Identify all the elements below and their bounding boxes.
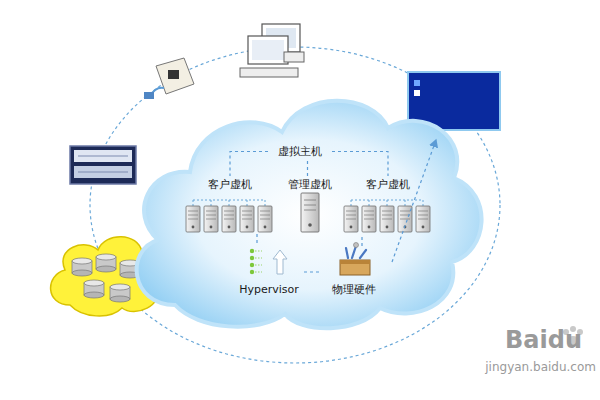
network-jack [144, 58, 194, 99]
vm-node: 客户虚机 [338, 176, 438, 234]
watermark-text: Baidu [505, 326, 582, 354]
node-label: 物理硬件 [332, 283, 376, 296]
hypervisor-icon [250, 249, 287, 274]
server-group [344, 200, 430, 232]
watermark-text: jingyan.baidu.com [485, 360, 596, 374]
node-label: 客户虚机 [366, 178, 410, 191]
server [301, 193, 319, 232]
node-label: Hypervisor [239, 283, 299, 296]
rack-server [70, 146, 136, 184]
vm-node: 虚拟主机 [268, 142, 332, 161]
node-label: 管理虚机 [288, 178, 332, 191]
server-group [186, 200, 272, 232]
dashed-arrow [392, 140, 436, 262]
computers [240, 24, 304, 77]
node-label: 虚拟主机 [278, 145, 322, 158]
dashed-connector [361, 234, 362, 246]
toolbox-icon [340, 243, 370, 276]
dashed-connector [304, 271, 322, 272]
vm-node: 管理虚机 [283, 176, 337, 234]
dashed-connector [256, 234, 257, 246]
vm-node: 物理硬件 [322, 246, 386, 298]
dashed-connector [230, 152, 268, 177]
vm-node: Hypervisor [234, 246, 304, 298]
dashed-connector [332, 152, 388, 177]
node-label: 客户虚机 [208, 178, 252, 191]
dashed-connector [307, 161, 308, 176]
cloud [137, 101, 482, 329]
vm-node: 客户虚机 [180, 176, 280, 234]
